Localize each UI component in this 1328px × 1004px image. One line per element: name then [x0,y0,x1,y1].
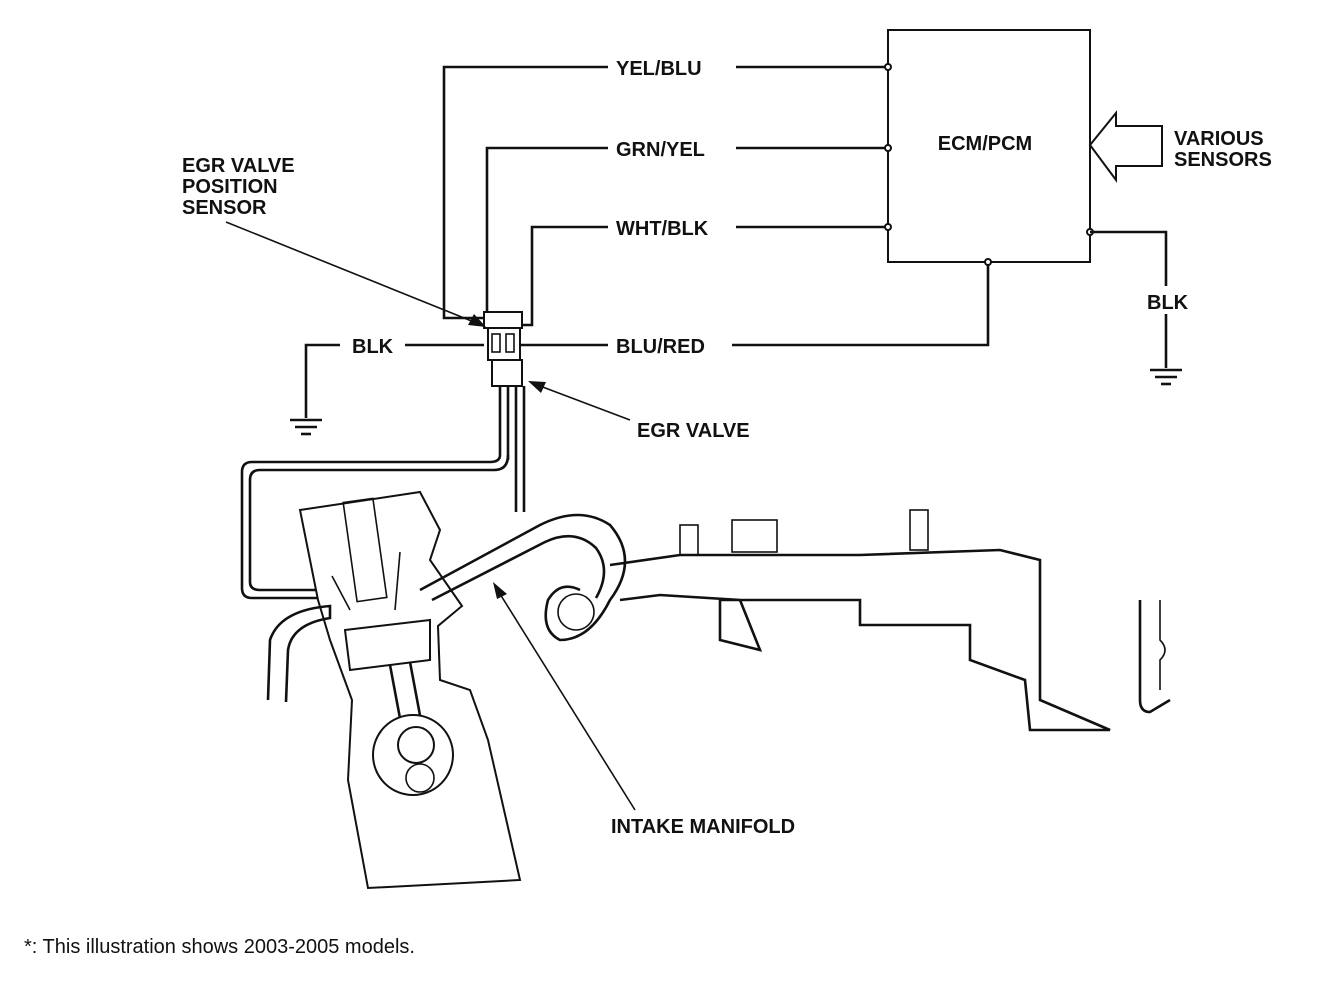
egr-sensor-pointer [225,221,486,327]
wire-label-wht-blk: WHT/BLK [616,218,709,240]
wire-yel-blu [442,63,892,320]
wire-blu-red [520,258,992,347]
egr-valve-pointer [528,381,631,421]
intake-manifold-icon [419,509,1171,732]
wire-blk-left [290,343,484,436]
egr-sensor-label-1: EGR VALVE [182,155,295,177]
egr-sensor-label-2: POSITION [182,176,278,198]
wire-label-grn-yel: GRN/YEL [616,139,705,161]
wire-label-blu-red: BLU/RED [616,336,705,358]
egr-valve-icon [483,311,526,512]
egr-valve-label: EGR VALVE [637,420,750,442]
wire-label-blk-left: BLK [352,336,394,358]
intake-manifold-pointer [493,582,636,811]
footnote: *: This illustration shows 2003-2005 mod… [24,936,415,958]
wire-label-blk-right: BLK [1147,292,1189,314]
egr-pipe [240,454,510,600]
wire-label-yel-blu: YEL/BLU [616,58,702,80]
various-sensors-label-1: VARIOUS [1174,128,1264,150]
wire-grn-yel [485,144,892,318]
various-sensors-label-2: SENSORS [1174,149,1272,171]
intake-manifold-label: INTAKE MANIFOLD [611,816,795,838]
various-sensors-arrow-icon [1088,110,1163,184]
ecm-pcm-box: ECM/PCM [887,29,1091,263]
engine-block-icon [266,490,522,890]
wire-blk-right [1086,228,1182,386]
egr-sensor-label-3: SENSOR [182,197,267,219]
wire-wht-blk [520,223,892,327]
ecm-label: ECM/PCM [938,133,1032,155]
